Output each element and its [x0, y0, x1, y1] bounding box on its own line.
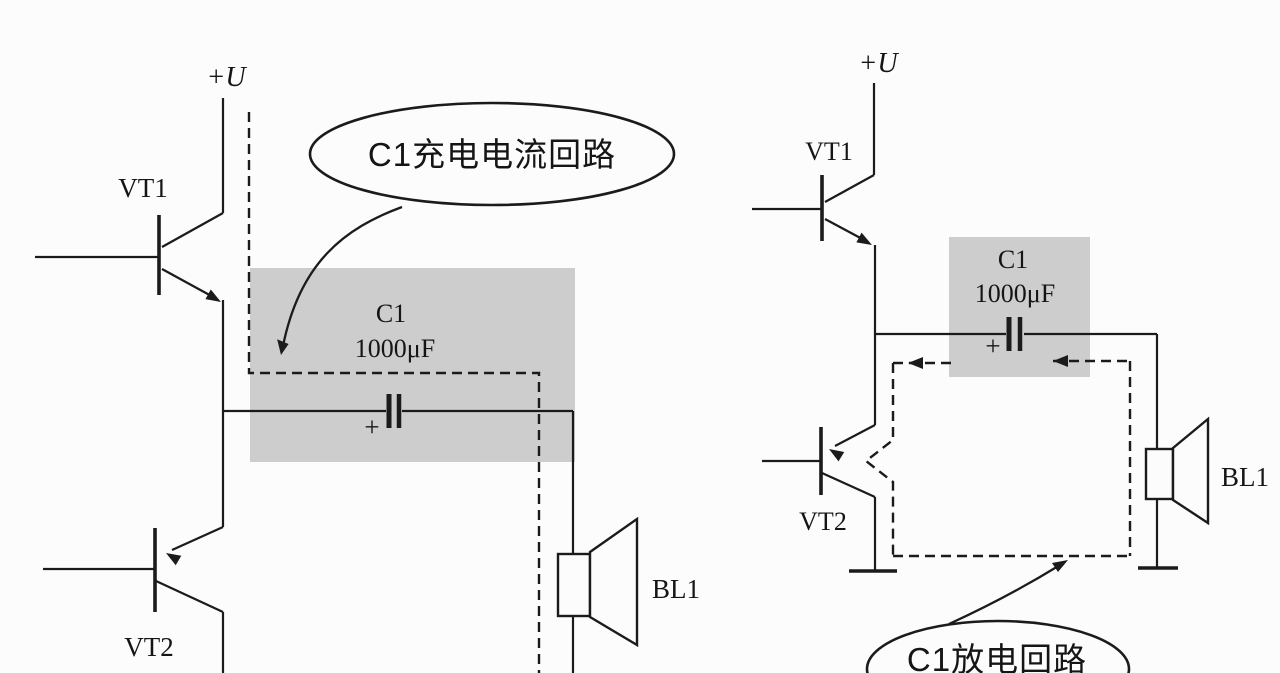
- left-vt2-label: VT2: [124, 632, 174, 662]
- vt2-right-emitter: [834, 424, 876, 447]
- right-callout-text: C1放电回路: [907, 641, 1087, 673]
- vt1-right-collector: [824, 174, 875, 203]
- left-circuit: +U VT1 VT2 C1 1000μF + BL1 C1充电电流回路: [35, 62, 700, 673]
- left-capacitor-polarity: +: [364, 412, 379, 442]
- left-capacitor-name: C1: [376, 299, 406, 328]
- vt2-left-emitter-arrow: [166, 553, 182, 566]
- vt1-left-emitter-arrow: [205, 289, 221, 302]
- left-capacitor-highlight-box: [250, 268, 575, 462]
- left-callout-text: C1充电电流回路: [368, 136, 616, 173]
- left-vt1-label: VT1: [118, 173, 168, 203]
- right-capacitor-polarity: +: [985, 331, 1000, 361]
- bl1-left-speaker-icon: [556, 516, 639, 648]
- right-circuit: +U VT1 VT2 C1 1000μF + BL1 C1放电回路: [752, 48, 1269, 673]
- right-vt1-label: VT1: [805, 137, 853, 166]
- vt2-right-collector: [821, 471, 876, 499]
- right-callout-arrow-curve: [948, 564, 1061, 626]
- discharge-current-arrow-right: [1053, 355, 1068, 367]
- vt2-left-emitter: [171, 525, 224, 552]
- left-callout-arrow-curve: [281, 205, 403, 347]
- left-speaker-label: BL1: [652, 574, 700, 604]
- left-callout-ellipse: [308, 101, 676, 207]
- vt2-left-transistor-icon: [43, 525, 224, 613]
- discharge-current-arrow-left: [908, 357, 923, 369]
- vt1-right-transistor-icon: [752, 174, 875, 245]
- c1-right-capacitor-icon: [875, 317, 1157, 351]
- bl1-left-speaker-cone: [588, 516, 639, 648]
- bl1-right-speaker-icon: [1144, 416, 1210, 526]
- vt2-right-transistor-icon: [762, 424, 876, 499]
- bl1-right-speaker-cone: [1171, 416, 1210, 526]
- right-capacitor-highlight-box: [949, 237, 1090, 377]
- bl1-right-speaker-body: [1144, 447, 1175, 501]
- right-capacitor-value: 1000μF: [975, 279, 1055, 308]
- right-vt2-label: VT2: [799, 507, 847, 536]
- vt1-left-emitter: [161, 268, 216, 299]
- left-capacitor-value: 1000μF: [355, 334, 435, 363]
- left-supply-label: +U: [206, 62, 247, 93]
- vt1-left-collector: [161, 212, 224, 248]
- right-callout-arrowhead: [1052, 560, 1068, 572]
- right-supply-label: +U: [858, 48, 899, 79]
- left-charging-loop-dashed-path: [247, 112, 541, 673]
- bl1-left-speaker-body: [556, 552, 592, 618]
- vt2-left-collector: [155, 580, 224, 613]
- right-discharge-loop-dashed-path: [864, 355, 1132, 558]
- right-speaker-label: BL1: [1221, 462, 1269, 492]
- c1-left-capacitor-icon: [223, 394, 573, 428]
- vt2-right-emitter-arrow: [829, 449, 845, 462]
- discharge-loop-left-segment: [864, 363, 895, 556]
- vt1-right-emitter-arrow: [856, 232, 872, 245]
- right-capacitor-name: C1: [998, 245, 1028, 274]
- vt1-left-transistor-icon: [35, 212, 224, 302]
- left-callout-arrowhead: [277, 339, 289, 355]
- right-callout-ellipse: [865, 619, 1131, 673]
